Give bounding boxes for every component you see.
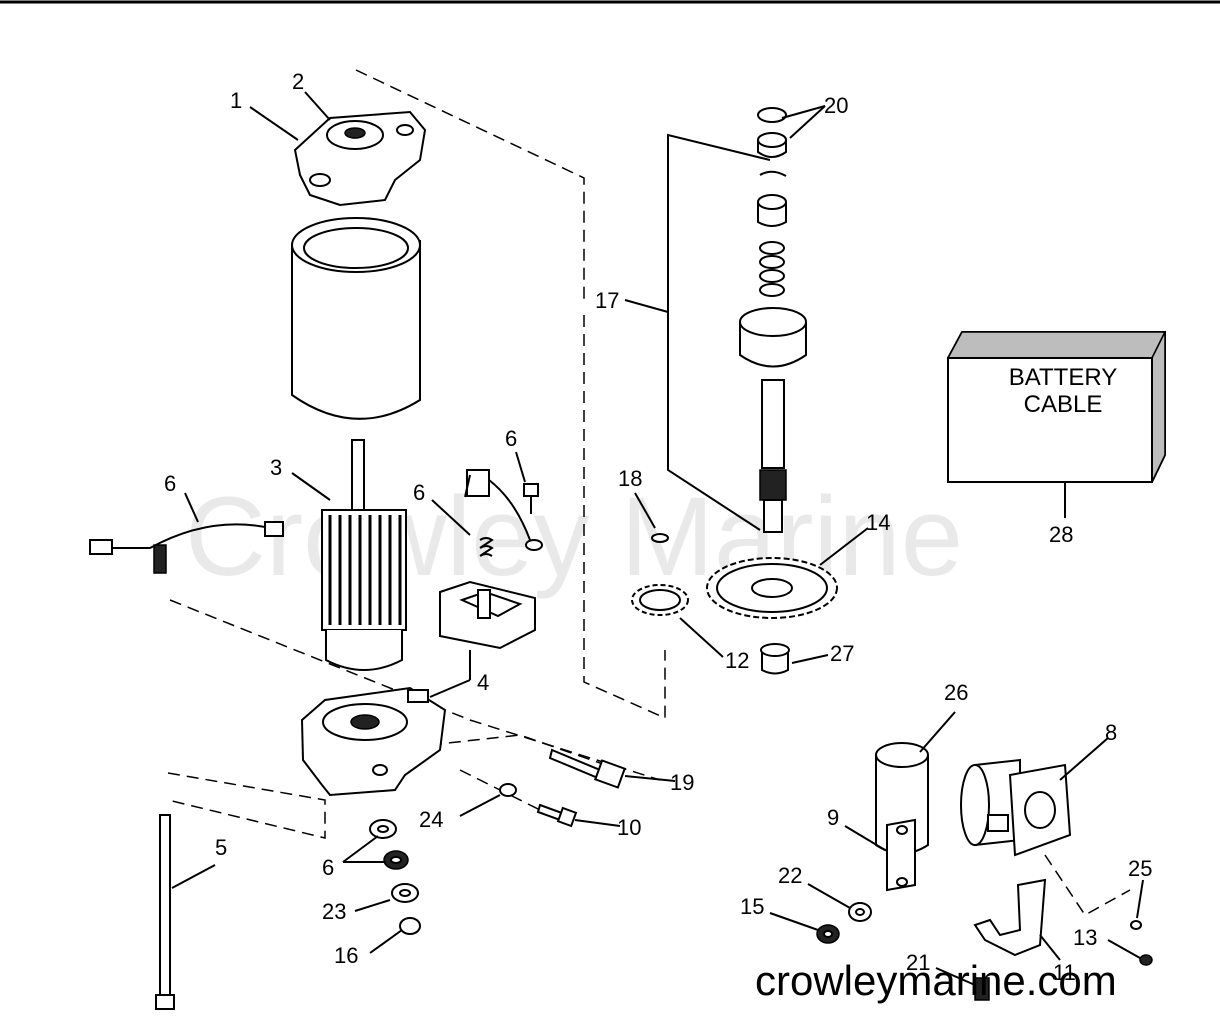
- through-bolt: [155, 814, 175, 1010]
- callout-18: 18: [618, 466, 642, 491]
- callout-8: 8: [1105, 720, 1117, 745]
- callout-2: 2: [292, 69, 304, 94]
- drive-end-cap: [293, 110, 427, 207]
- brush-holder: [439, 580, 536, 650]
- callout-22: 22: [778, 863, 802, 888]
- callout-6-screw: 6: [505, 426, 517, 451]
- small-gear: [631, 533, 689, 616]
- callout-19: 19: [670, 770, 694, 795]
- box-line1: BATTERY: [1009, 364, 1117, 391]
- callout-6-washer: 6: [322, 855, 334, 880]
- starter-frame: [291, 217, 421, 420]
- callout-25: 25: [1128, 856, 1152, 881]
- callout-12: 12: [725, 648, 749, 673]
- callout-5: 5: [215, 835, 227, 860]
- callout-24: 24: [419, 807, 443, 832]
- commutator-end-cap: [300, 686, 447, 797]
- solenoid: [960, 758, 1072, 857]
- drive-bracket: [667, 133, 771, 531]
- callout-13: 13: [1073, 925, 1097, 950]
- callout-26: 26: [944, 680, 968, 705]
- callout-14: 14: [866, 510, 890, 535]
- callout-11: 11: [1053, 960, 1076, 985]
- callout-10: 10: [617, 815, 641, 840]
- brush-lead-wire: [89, 521, 284, 574]
- site-url: crowleymarine.com: [755, 957, 1117, 1004]
- box-line2: CABLE: [1024, 391, 1103, 418]
- leader-lines: [171, 91, 1144, 986]
- battery-cable-box: BATTERY CABLE: [946, 331, 1167, 483]
- callout-21: 21: [906, 950, 930, 975]
- bushing: [760, 643, 790, 675]
- solenoid-hardware: [816, 818, 1153, 1001]
- callout-16: 16: [334, 943, 358, 968]
- callout-labels: 1 2 3 4 5 6 6 6 6 8 9 10 11 12 13 14 15 …: [164, 69, 1152, 985]
- callout-20: 20: [824, 93, 848, 118]
- brush-set: [466, 469, 543, 557]
- callout-6-brush: 6: [413, 480, 425, 505]
- callout-1: 1: [230, 88, 242, 113]
- watermark: Crowley Marine: [185, 474, 963, 599]
- fasteners: [369, 748, 626, 935]
- large-gear: [706, 557, 838, 619]
- callout-4: 4: [477, 670, 489, 695]
- callout-15: 15: [740, 894, 764, 919]
- callout-9: 9: [827, 805, 839, 830]
- callout-17: 17: [595, 288, 619, 313]
- callout-28: 28: [1049, 522, 1073, 547]
- armature: [321, 439, 407, 671]
- callout-27: 27: [830, 641, 854, 666]
- drive-assembly: [739, 107, 807, 533]
- callout-6-wire: 6: [164, 471, 176, 496]
- callout-3: 3: [270, 455, 282, 480]
- callout-23: 23: [322, 899, 346, 924]
